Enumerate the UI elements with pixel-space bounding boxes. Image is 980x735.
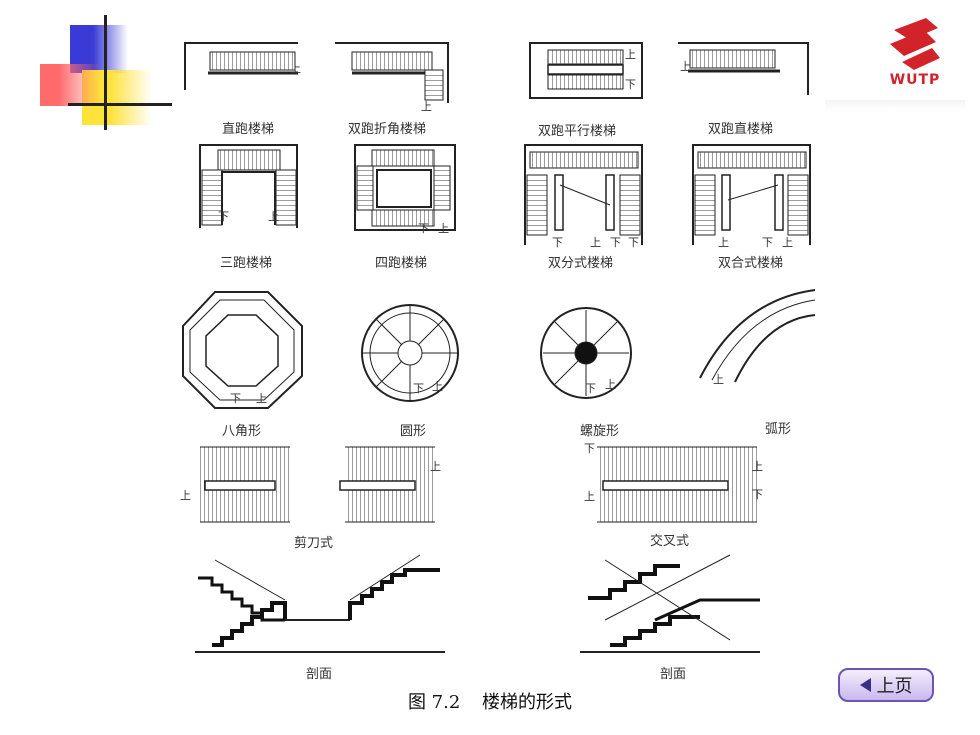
mark-up: 上 — [180, 489, 191, 502]
label-circular-stair: 圆形 — [400, 424, 427, 439]
mark-up: 上 — [438, 222, 449, 235]
double-straight-stair-plan — [678, 42, 809, 95]
mark-down: 下 — [585, 382, 596, 395]
mark-up: 上 — [421, 100, 432, 113]
mark-up: 上 — [625, 48, 636, 61]
mark-up: 上 — [718, 236, 729, 249]
label-section-left: 剖面 — [306, 667, 333, 682]
mark-down: 下 — [552, 236, 563, 249]
wutp-logo-icon — [890, 18, 940, 70]
figure-number: 图 7.2 — [407, 692, 461, 713]
label-double-straight-stair: 双跑直楼梯 — [708, 122, 774, 137]
label-spiral-stair: 螺旋形 — [580, 424, 620, 439]
deco-red-square — [40, 64, 102, 106]
mark-up: 上 — [590, 236, 601, 249]
section-right-drawing — [580, 554, 760, 653]
label-scissor-stair: 剪刀式 — [294, 536, 334, 551]
mark-up: 上 — [782, 236, 793, 249]
straight-stair-plan — [184, 42, 298, 90]
mark-up: 上 — [752, 460, 763, 473]
scissor-stair-plan — [200, 446, 435, 523]
mark-up: 上 — [430, 460, 441, 473]
arc-stair-plan — [699, 289, 816, 383]
label-four-run-stair: 四跑楼梯 — [375, 256, 428, 271]
label-folded-stair: 双跑折角楼梯 — [348, 122, 427, 137]
circular-stair-plan — [361, 304, 459, 402]
octagon-stair-plan — [182, 291, 303, 409]
mark-down: 下 — [230, 392, 241, 405]
parallel-stair-plan — [529, 42, 643, 99]
label-parallel-stair: 双跑平行楼梯 — [538, 124, 617, 139]
mark-up: 上 — [680, 60, 691, 73]
mark-up: 上 — [713, 373, 724, 386]
prev-page-label: 上页 — [876, 676, 913, 697]
label-three-run-stair: 三跑楼梯 — [220, 256, 273, 271]
mark-down: 下 — [610, 236, 621, 249]
combined-stair-plan — [692, 144, 811, 245]
mark-up: 上 — [584, 490, 595, 503]
section-left-drawing — [195, 554, 445, 653]
label-straight-stair: 直跑楼梯 — [222, 122, 275, 137]
mark-down: 下 — [628, 236, 639, 249]
figure-caption: 图 7.2 楼梯的形式 — [0, 688, 980, 714]
deco-horizontal-line — [68, 103, 172, 106]
prev-page-button[interactable]: 上页 — [838, 668, 934, 702]
mark-up: 上 — [268, 210, 279, 223]
cross-stair-plan — [597, 446, 757, 523]
label-combined-stair: 双合式楼梯 — [718, 256, 784, 271]
label-arc-stair: 弧形 — [765, 422, 792, 437]
split-stair-plan — [524, 144, 643, 245]
logo-text: WUTP — [889, 72, 941, 88]
mark-down: 下 — [218, 210, 229, 223]
label-section-right: 剖面 — [660, 667, 687, 682]
mark-up: 上 — [256, 392, 267, 405]
mark-up: 上 — [290, 62, 301, 75]
mark-down: 下 — [418, 222, 429, 235]
mark-down: 下 — [625, 78, 636, 91]
label-octagon-stair: 八角形 — [222, 424, 262, 439]
label-split-stair: 双分式楼梯 — [548, 256, 614, 271]
mark-down: 下 — [752, 488, 763, 501]
folded-stair-plan — [335, 42, 449, 103]
mark-up: 上 — [605, 378, 616, 391]
three-run-stair-plan — [199, 144, 298, 228]
back-arrow-icon — [859, 678, 871, 692]
label-cross-stair: 交叉式 — [650, 534, 690, 549]
mark-up: 上 — [432, 380, 443, 393]
mark-down: 下 — [413, 382, 424, 395]
spiral-stair-plan — [540, 307, 632, 399]
four-run-stair-plan — [354, 144, 456, 231]
mark-down: 下 — [584, 442, 595, 455]
figure-title: 楼梯的形式 — [482, 692, 573, 713]
deco-vertical-line — [104, 15, 107, 130]
deco-top-right-band — [825, 100, 965, 110]
mark-down: 下 — [762, 236, 773, 249]
